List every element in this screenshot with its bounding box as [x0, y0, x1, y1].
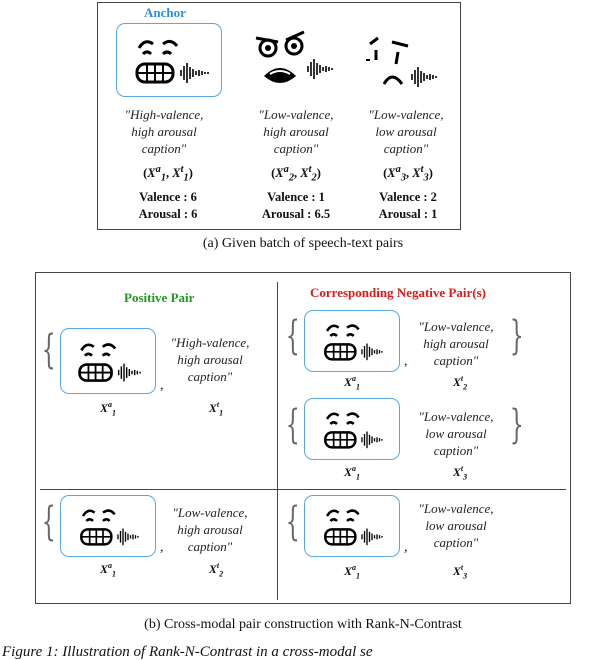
caption-line: caption"	[383, 141, 429, 156]
anchor-label: Anchor	[144, 5, 186, 20]
x2t-label: Xt2	[452, 374, 468, 392]
caption-item-1: "High-valence, high arousal caption"	[104, 106, 224, 157]
x1a-label: Xa1	[99, 400, 116, 418]
caption-line: "Low-valence,	[172, 505, 248, 520]
comma: ,	[160, 540, 164, 555]
x3t-label: Xt3	[452, 464, 468, 482]
arousal-value: Arousal : 1	[378, 207, 438, 221]
caption-line: caption"	[433, 535, 479, 550]
caption-line: caption"	[433, 443, 479, 458]
happy-face-icon	[324, 412, 383, 449]
left-brace: {	[41, 327, 56, 373]
sad-face-icon	[366, 36, 437, 87]
caption-line: "Low-valence,	[418, 501, 494, 516]
speech-icon-box	[304, 398, 400, 460]
x2t-label: Xt2	[208, 561, 224, 579]
left-brace: {	[285, 313, 300, 359]
caption-line: high arousal	[177, 522, 243, 537]
caption-line: "High-valence,	[124, 107, 204, 122]
speech-icon-box	[304, 495, 400, 557]
x1a-label: Xa1	[343, 563, 360, 581]
caption-negative-3: "Low-valence, low arousal caption"	[406, 500, 506, 551]
caption-line: high arousal	[423, 336, 489, 351]
negative-pair-title: Corresponding Negative Pair(s)	[310, 285, 486, 300]
speech-icon-box	[60, 495, 156, 557]
happy-face-icon	[80, 509, 139, 546]
happy-face-icon	[78, 343, 141, 382]
speech-icon-box	[60, 328, 156, 394]
x1a-label: Xa1	[343, 464, 360, 482]
caption-line: low arousal	[425, 426, 487, 441]
x1t-label: Xt1	[208, 400, 224, 418]
valence-arousal-1: Valence : 6 Arousal : 6	[118, 189, 218, 223]
positive-pair-title: Positive Pair	[124, 290, 195, 305]
caption-line: "Low-valence,	[258, 107, 334, 122]
pair-label-3: (Xa3, Xt3)	[383, 164, 433, 184]
valence-value: Valence : 6	[139, 190, 197, 204]
valence-arousal-2: Valence : 1 Arousal : 6.5	[241, 189, 351, 223]
waveform-icon	[180, 63, 209, 83]
happy-face-icon	[324, 324, 383, 361]
anchor-icon-box	[116, 23, 222, 97]
figure-caption: Figure 1: Illustration of Rank-N-Contras…	[2, 644, 373, 660]
left-brace: {	[285, 402, 300, 448]
caption-line: caption"	[141, 141, 187, 156]
happy-face-icon	[324, 509, 383, 546]
left-brace: {	[285, 499, 300, 545]
caption-item-2: "Low-valence, high arousal caption"	[236, 106, 356, 157]
angry-face-icon	[255, 30, 333, 83]
caption-line: low arousal	[375, 124, 437, 139]
subcaption-a: (a) Given batch of speech-text pairs	[202, 236, 404, 251]
vertical-divider	[277, 282, 279, 600]
caption-item-3: "Low-valence, low arousal caption"	[346, 106, 466, 157]
panel-b-frame	[35, 272, 571, 604]
caption-line: "Low-valence,	[368, 107, 444, 122]
caption-line: caption"	[187, 539, 233, 554]
caption-line: high arousal	[263, 124, 329, 139]
right-brace: }	[509, 313, 524, 359]
x1a-label: Xa1	[343, 374, 360, 392]
caption-line: high arousal	[131, 124, 197, 139]
valence-value: Valence : 1	[267, 190, 325, 204]
caption-line: high arousal	[177, 352, 243, 367]
caption-line: low arousal	[425, 518, 487, 533]
pair-label-1: (Xa1, Xt1)	[143, 164, 193, 184]
panel-a-frame	[97, 2, 461, 230]
caption-line: "Low-valence,	[418, 319, 494, 334]
x1a-label: Xa1	[99, 561, 116, 579]
caption-line: caption"	[273, 141, 319, 156]
horizontal-divider	[40, 489, 566, 491]
caption-line: caption"	[187, 369, 233, 384]
left-brace: {	[41, 499, 56, 545]
caption-negative-1: "Low-valence, high arousal caption"	[406, 318, 506, 369]
comma: ,	[404, 540, 408, 555]
caption-line: caption"	[433, 353, 479, 368]
caption-line: "Low-valence,	[418, 409, 494, 424]
caption-positive-top: "High-valence, high arousal caption"	[160, 334, 260, 385]
comma: ,	[160, 378, 164, 393]
subcaption-b: (b) Cross-modal pair construction with R…	[144, 617, 462, 632]
comma: ,	[404, 354, 408, 369]
arousal-value: Arousal : 6	[138, 207, 198, 221]
caption-negative-2: "Low-valence, low arousal caption"	[406, 408, 506, 459]
caption-positive-bottom: "Low-valence, high arousal caption"	[160, 504, 260, 555]
right-brace: }	[509, 402, 524, 448]
valence-arousal-3: Valence : 2 Arousal : 1	[358, 189, 458, 223]
happy-face-icon	[135, 39, 179, 84]
x3t-label: Xt3	[452, 563, 468, 581]
pair-label-2: (Xa2, Xt2)	[271, 164, 321, 184]
speech-icon-box	[304, 310, 400, 372]
caption-line: "High-valence,	[170, 335, 250, 350]
valence-value: Valence : 2	[379, 190, 437, 204]
arousal-value: Arousal : 6.5	[261, 207, 331, 221]
